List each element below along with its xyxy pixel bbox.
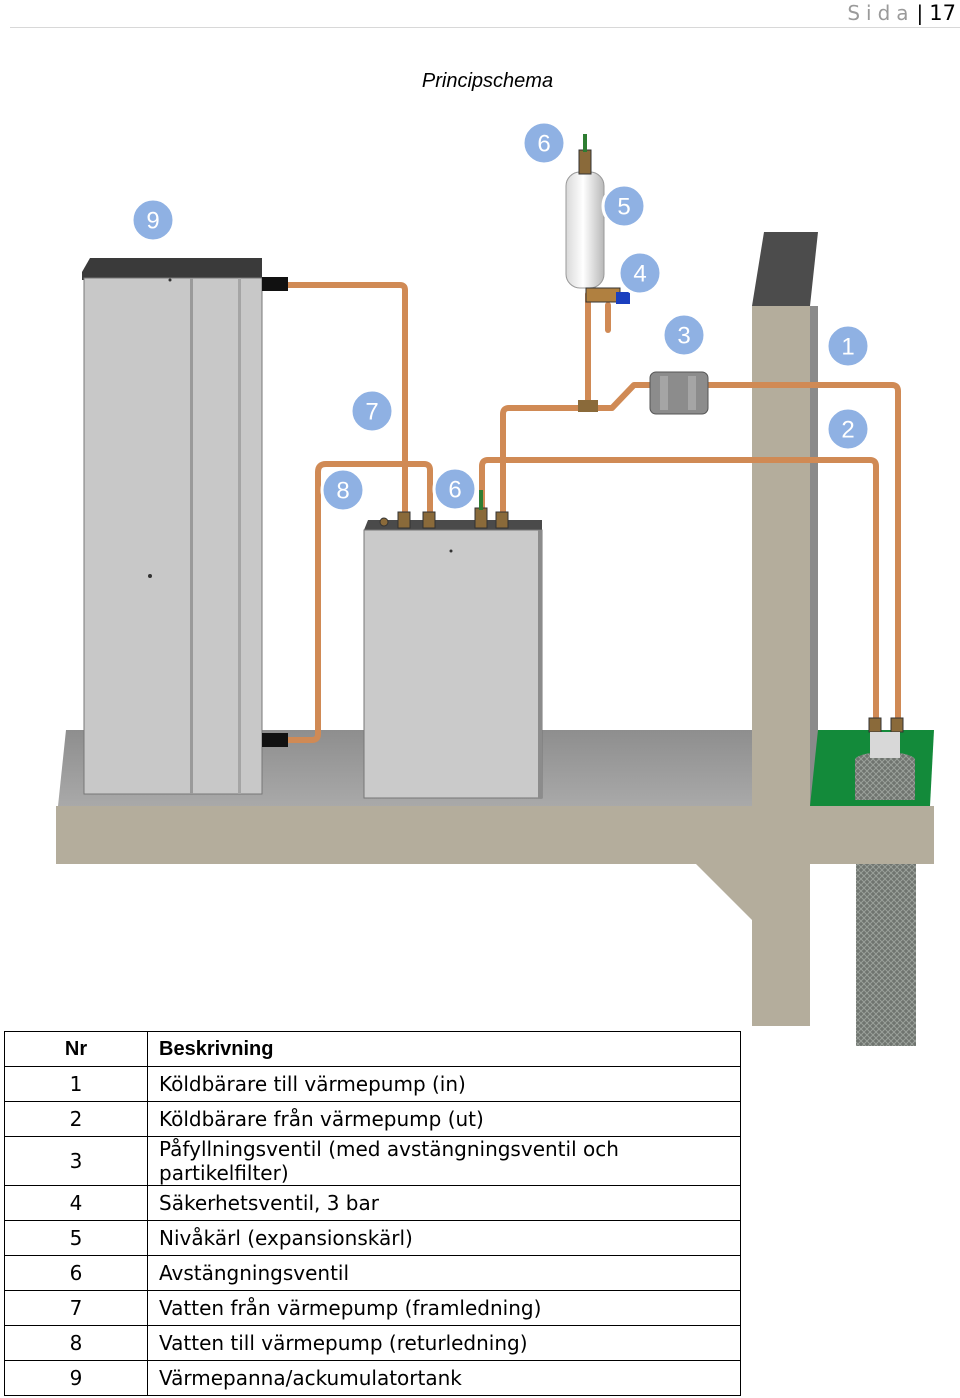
borehole-casing <box>856 864 916 1046</box>
callout-label: 7 <box>365 399 378 426</box>
legend-header-row: Nr Beskrivning <box>4 1031 741 1067</box>
page-separator: | <box>916 1 924 25</box>
row-description: Köldbärare från värmepump (ut) <box>147 1101 741 1137</box>
row-nr: 4 <box>4 1185 148 1221</box>
filling-valve <box>649 371 709 415</box>
borehole-fittings <box>868 717 904 733</box>
t-joint <box>578 400 598 412</box>
callout-5: 5 <box>601 183 647 229</box>
installation-diagram: 6 5 4 3 9 7 8 6 1 2 <box>56 120 934 1046</box>
row-nr: 9 <box>4 1360 148 1396</box>
accumulator-tank <box>82 258 263 795</box>
callout-label: 6 <box>448 477 461 504</box>
pipe-network <box>283 282 901 743</box>
callout-label: 4 <box>633 261 646 288</box>
heat-pump-unit <box>363 520 543 799</box>
column-header-nr: Nr <box>4 1031 148 1067</box>
row-nr: 3 <box>4 1136 148 1186</box>
row-nr: 1 <box>4 1066 148 1102</box>
callout-label: 6 <box>537 131 550 158</box>
row-description: Vatten från värmepump (framledning) <box>147 1290 741 1326</box>
callout-3: 3 <box>661 312 707 358</box>
row-nr: 2 <box>4 1101 148 1137</box>
row-description: Vatten till värmepump (returledning) <box>147 1325 741 1361</box>
row-description: Värmepanna/ackumulatortank <box>147 1360 741 1396</box>
row-nr: 8 <box>4 1325 148 1361</box>
expansion-vessel <box>565 134 605 289</box>
callout-6-bottom: 6 <box>432 466 478 512</box>
callout-label: 5 <box>617 194 630 221</box>
wall-side <box>810 306 818 806</box>
callout-1: 1 <box>825 323 871 369</box>
callout-8: 8 <box>320 467 366 513</box>
figure-title: Principschema <box>421 70 554 92</box>
concrete-foundation <box>56 306 934 1026</box>
safety-valve <box>585 287 630 304</box>
header-rule <box>10 27 960 28</box>
row-description: Påfyllningsventil (med avstängningsventi… <box>147 1136 741 1186</box>
shutoff-valve-stem <box>479 490 483 510</box>
row-description: Köldbärare till värmepump (in) <box>147 1066 741 1102</box>
tank-upper-connector <box>262 277 288 291</box>
callout-label: 9 <box>146 208 159 235</box>
page-number: 17 <box>929 1 956 25</box>
callout-label: 2 <box>841 417 854 444</box>
row-nr: 5 <box>4 1220 148 1256</box>
row-description: Säkerhetsventil, 3 bar <box>147 1185 741 1221</box>
page-header: Sida | 17 <box>847 0 956 26</box>
callout-label: 8 <box>336 478 349 505</box>
wall-top <box>752 232 818 306</box>
callout-label: 3 <box>677 323 690 350</box>
row-nr: 6 <box>4 1255 148 1291</box>
tank-lower-connector <box>262 733 288 747</box>
row-nr: 7 <box>4 1290 148 1326</box>
callout-2: 2 <box>825 406 871 452</box>
callout-9: 9 <box>130 197 176 243</box>
row-description: Nivåkärl (expansionskärl) <box>147 1220 741 1256</box>
row-description: Avstängningsventil <box>147 1255 741 1291</box>
borehole-pipes <box>870 732 900 758</box>
callout-label: 1 <box>841 334 854 361</box>
page-label: Sida <box>847 1 915 25</box>
column-header-beskrivning: Beskrivning <box>147 1031 741 1067</box>
callout-6-top: 6 <box>521 120 567 166</box>
callout-7: 7 <box>349 388 395 434</box>
callout-4: 4 <box>617 250 663 296</box>
borehole-collar <box>855 760 915 800</box>
heat-pump-valves <box>379 507 509 529</box>
